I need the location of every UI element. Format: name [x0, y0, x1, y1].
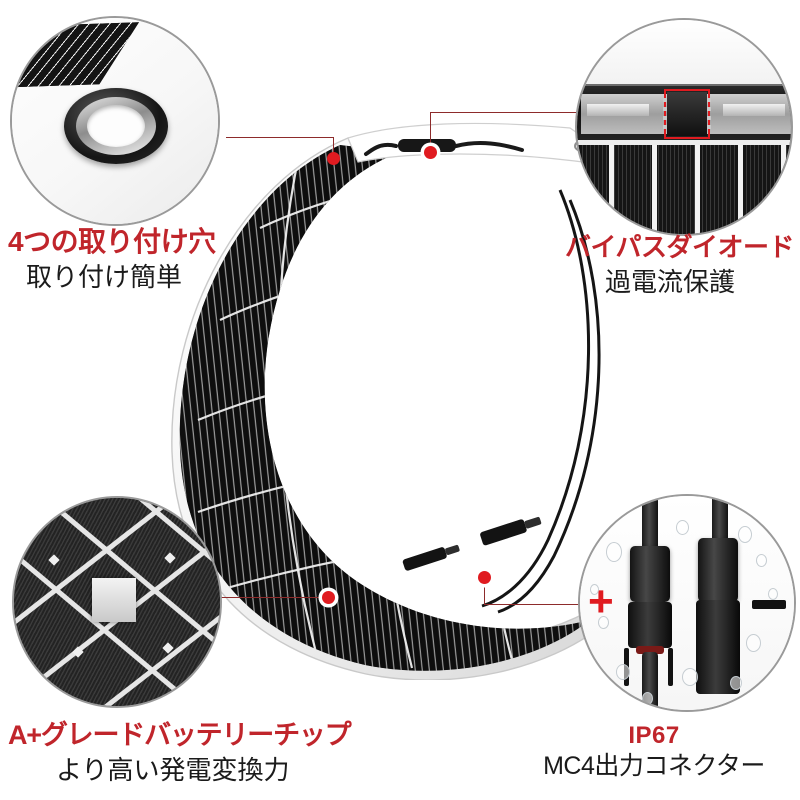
mc4-male-housing: [630, 546, 670, 602]
minus-polarity-icon: [752, 600, 786, 609]
junction-box-backsheet: [577, 20, 791, 96]
caption-headline: バイパスダイオード: [565, 232, 794, 262]
leader-line-bypass-diode: [430, 112, 578, 113]
water-droplet-icon: [642, 692, 653, 705]
caption-subline: より高い発電変換力: [56, 754, 290, 785]
water-droplet-icon: [756, 554, 767, 567]
junction-box-open: [577, 84, 791, 142]
caption-mc4-connector: IP67 MC4出力コネクター: [508, 722, 800, 782]
mc4-female-housing: [698, 538, 738, 602]
flexible-solar-panel-image: [150, 120, 620, 680]
output-cable-positive: [481, 189, 590, 608]
mc4-sealing-ring: [636, 646, 664, 654]
leader-line-mc4-drop: [484, 580, 485, 604]
grommet-hole-icon: [64, 88, 168, 164]
connector-cable-negative: [712, 496, 728, 544]
leader-line-a-plus-cell: [215, 597, 333, 598]
junction-cable: [364, 143, 398, 156]
marker-dot-mounting-holes: [327, 152, 340, 165]
leader-line-mc4: [484, 604, 580, 605]
busbar-nodes: [275, 260, 497, 422]
water-droplet-icon: [682, 668, 698, 686]
water-droplet-icon: [590, 584, 599, 595]
caption-subline: 取り付け簡単: [26, 262, 183, 293]
water-droplet-icon: [676, 520, 689, 535]
caption-mounting-holes: 4つの取り付け穴 取り付け簡単: [8, 225, 216, 293]
water-droplet-icon: [746, 634, 761, 652]
caption-subline: MC4出力コネクター: [543, 752, 765, 781]
bypass-diode-chip-icon: [663, 89, 711, 139]
mc4-male-collar: [628, 602, 672, 648]
caption-headline: A+グレードバッテリーチップ: [8, 720, 352, 750]
callout-a-plus-cell: [12, 496, 222, 708]
callout-mc4-connector: +: [578, 494, 796, 712]
junction-cable: [454, 141, 524, 152]
water-droplet-icon: [616, 664, 630, 680]
cell-center-pad: [92, 578, 136, 622]
leader-line-mounting-holes-drop: [333, 137, 334, 159]
marker-dot-mc4: [478, 571, 491, 584]
marker-dot-a-plus-cell: [322, 591, 335, 604]
connector-cable-positive: [642, 496, 658, 554]
output-cable-negative: [497, 199, 601, 614]
caption-headline: 4つの取り付け穴: [8, 226, 216, 257]
water-droplet-icon: [598, 616, 609, 629]
solar-panel-illustration: [171, 122, 603, 680]
callout-mounting-holes: [10, 16, 220, 226]
caption-bypass-diode: バイパスダイオード 過電流保護: [565, 232, 794, 297]
mc4-latch-arm: [668, 648, 673, 686]
caption-a-plus-cell: A+グレードバッテリーチップ より高い発電変換力: [8, 720, 352, 786]
callout-bypass-diode: [575, 18, 793, 236]
water-droplet-icon: [768, 588, 778, 600]
water-droplet-icon: [738, 526, 752, 543]
leader-line-bypass-diode-drop: [430, 112, 431, 148]
caption-headline: IP67: [628, 722, 680, 749]
leader-line-mounting-holes: [226, 137, 334, 138]
marker-dot-bypass-diode: [424, 146, 437, 159]
caption-subline: 過電流保護: [605, 266, 736, 297]
cell-strip: [577, 140, 791, 234]
junction-box: [398, 139, 456, 152]
mc4-connector-pair-small: [402, 516, 542, 571]
water-droplet-icon: [730, 676, 742, 690]
water-droplet-icon: [606, 542, 622, 562]
